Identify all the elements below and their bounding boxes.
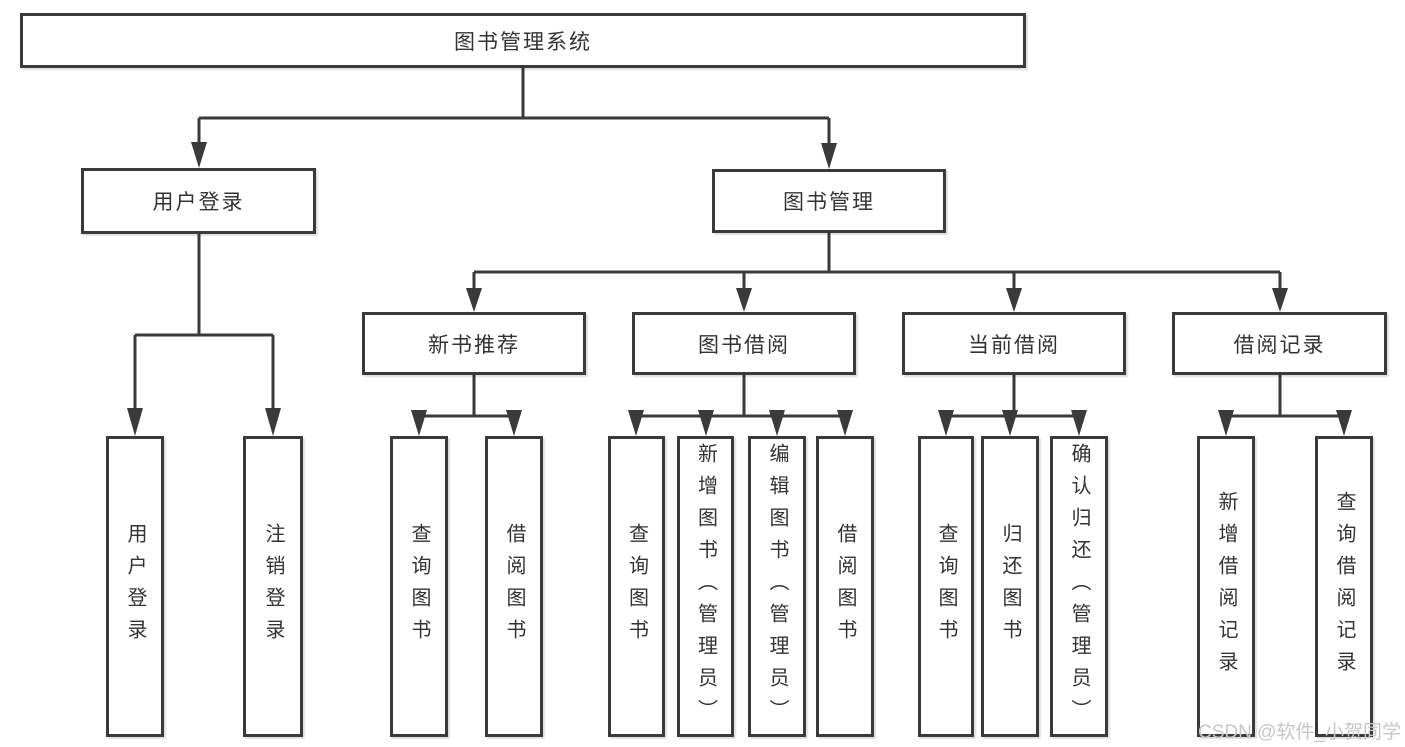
leaf-query-books-recommend: 查询图书 [390,436,448,737]
leaf-add-borrow-record: 新增借阅记录 [1197,436,1255,737]
arrowhead [127,408,143,436]
node-label: 新增图书（管理员） [694,442,717,731]
leaf-query-books-borrowing: 查询图书 [608,436,665,737]
connector-root-to-level2 [197,68,831,144]
leaf-query-borrow-record: 查询借阅记录 [1315,436,1373,737]
leaf-user-login: 用户登录 [106,436,164,737]
node-label: 查询借阅记录 [1333,490,1355,683]
leaf-borrow-books-recommend: 借阅图书 [485,436,543,737]
node-label: 归还图书 [999,522,1021,651]
connector-newbook-to-leaves [419,375,514,418]
node-label: 图书管理 [783,191,875,214]
node-label: 图书借阅 [698,333,790,357]
node-label: 借阅记录 [1233,333,1326,357]
arrowhead [628,410,644,436]
node-label: 查询图书 [625,522,648,651]
node-label: 注销登录 [262,522,284,651]
node-label: 用户登录 [124,522,146,651]
arrowhead [1218,410,1234,436]
arrowhead [1071,410,1087,436]
node-current-borrowing: 当前借阅 [902,312,1126,375]
node-label: 图书管理系统 [454,30,592,54]
node-label: 用户登录 [152,191,245,214]
node-user-login: 用户登录 [81,168,316,234]
node-label: 新增借阅记录 [1215,490,1237,683]
arrowhead [265,408,281,436]
arrowhead [821,143,837,169]
node-label: 借阅图书 [503,522,525,651]
leaf-edit-book-admin: 编辑图书（管理员） [748,436,806,737]
connector-records-to-leaves [1226,375,1344,418]
arrowhead [411,410,427,436]
node-label: 确认归还（管理员） [1068,442,1090,731]
node-label: 新书推荐 [428,333,520,357]
leaf-logout: 注销登录 [243,436,303,737]
connector-current-to-leaves [946,375,1079,418]
arrowhead [191,142,207,168]
leaf-add-book-admin: 新增图书（管理员） [677,436,734,737]
connector-borrowing-to-leaves [636,375,845,418]
arrowhead [769,410,785,436]
leaf-return-book: 归还图书 [981,436,1039,737]
node-library-management-system: 图书管理系统 [20,13,1026,68]
node-label: 查询图书 [935,522,957,651]
node-borrowing-records: 借阅记录 [1172,312,1387,375]
arrowhead [1272,288,1288,312]
leaf-query-books-current: 查询图书 [918,436,974,737]
arrowhead [736,288,752,312]
watermark: CSDN @软件_小贺同学 [1198,722,1401,743]
arrowhead [466,288,482,312]
arrowhead [938,410,954,436]
node-label: 当前借阅 [968,333,1060,357]
node-book-borrowing: 图书借阅 [632,312,856,375]
leaf-borrow-books-borrowing: 借阅图书 [816,436,874,737]
arrowhead [698,410,714,436]
arrowhead [1006,288,1022,312]
connector-bookmgmt-to-level3 [472,233,1282,290]
leaf-confirm-return-admin: 确认归还（管理员） [1050,436,1108,737]
arrowhead [506,410,522,436]
arrowhead [837,410,853,436]
node-label: 借阅图书 [834,522,856,651]
node-label: 编辑图书（管理员） [766,442,788,731]
node-label: 查询图书 [408,522,430,651]
arrowhead [1002,410,1018,436]
arrowhead [1336,410,1352,436]
node-book-management: 图书管理 [712,169,946,233]
node-new-book-recommendation: 新书推荐 [362,312,586,375]
connector-userlogin-to-leaves [133,234,275,410]
